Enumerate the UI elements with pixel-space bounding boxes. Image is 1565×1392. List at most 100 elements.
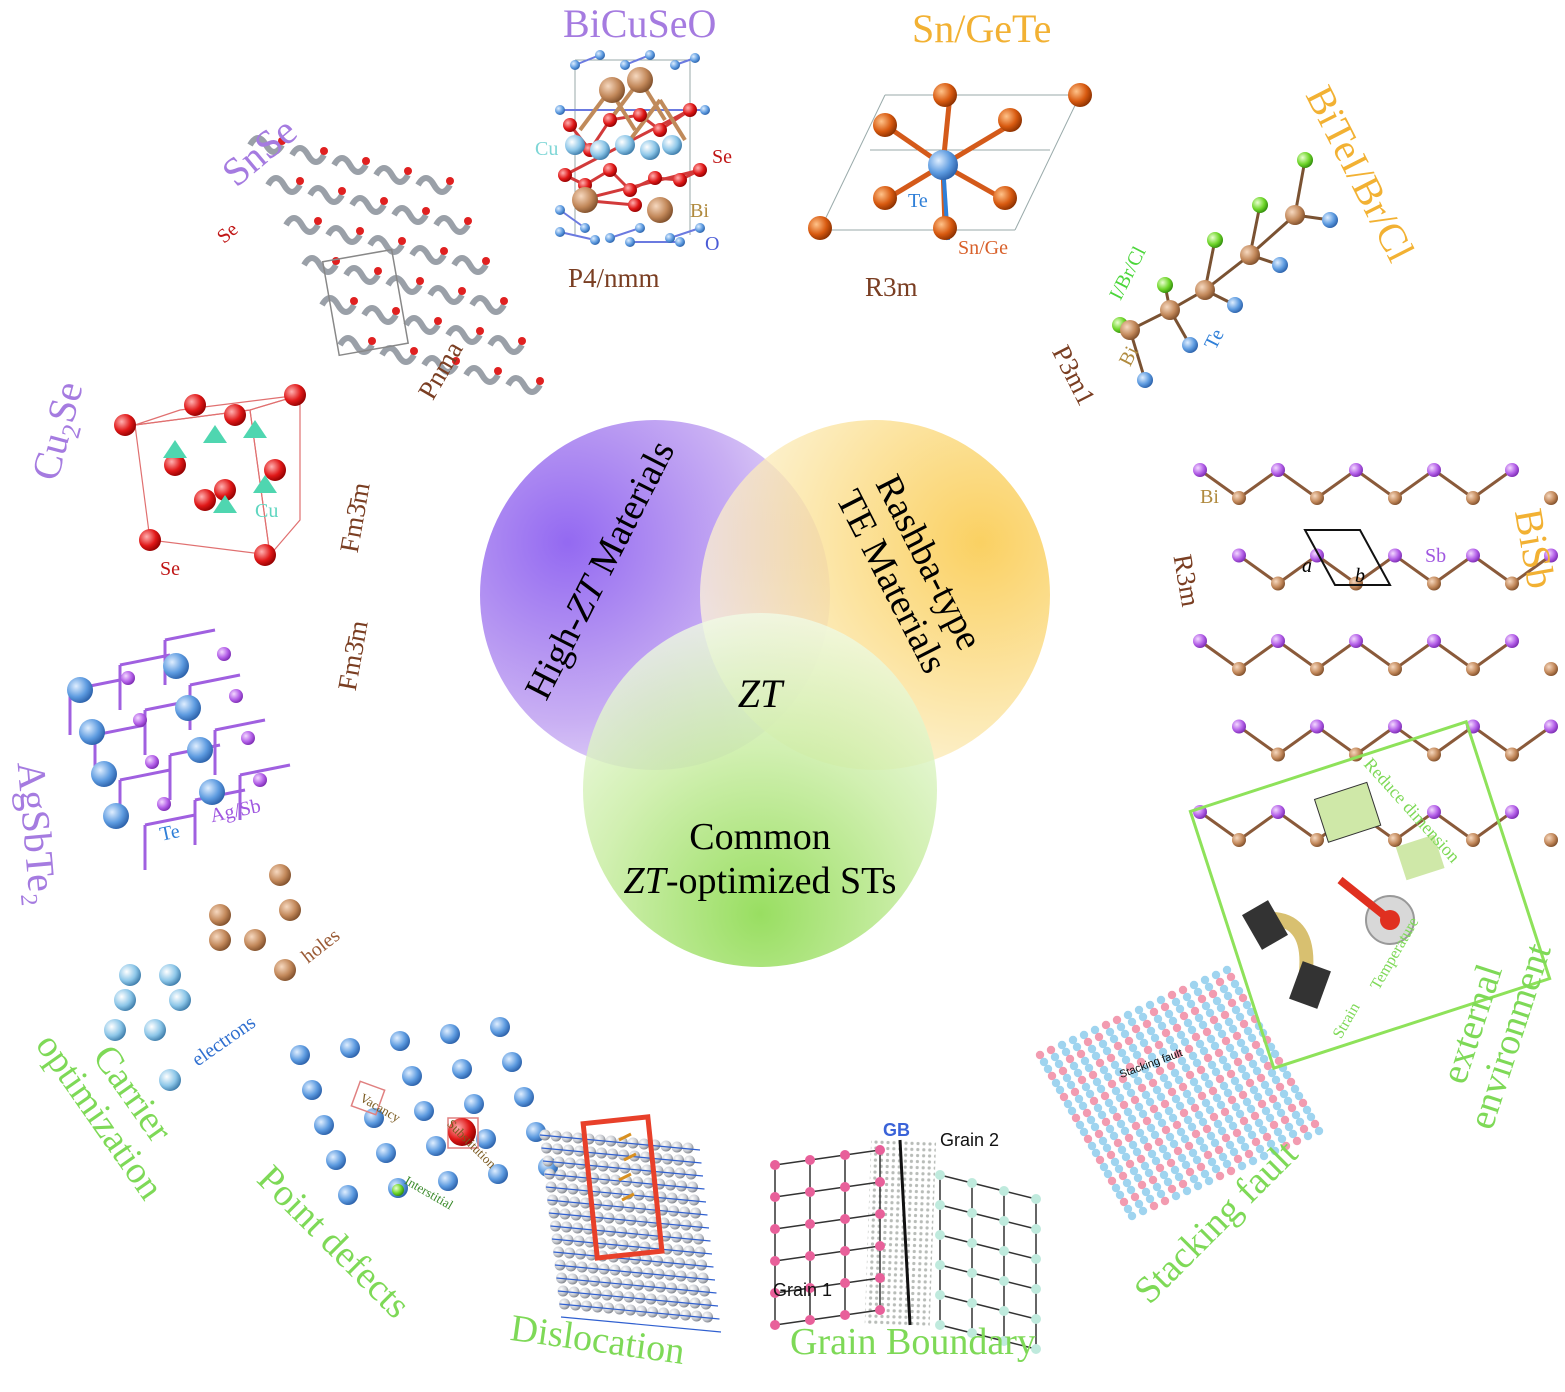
atom <box>641 1254 652 1266</box>
atom-bi <box>1544 833 1558 847</box>
atom <box>672 1244 684 1256</box>
atom <box>1168 1016 1178 1026</box>
atom <box>1182 992 1192 1002</box>
atom <box>662 1153 673 1165</box>
grain1-atom <box>770 1160 780 1170</box>
lattice-line <box>551 1238 713 1255</box>
label-gb: GB <box>883 1120 910 1140</box>
atom <box>438 1171 458 1191</box>
bond <box>844 1213 881 1220</box>
atom <box>1284 1122 1294 1132</box>
cu-tetrahedron <box>163 440 187 458</box>
atom-se <box>264 459 286 481</box>
grain2-atom <box>935 1260 945 1270</box>
atom <box>1111 1086 1121 1096</box>
atom <box>699 1285 710 1297</box>
atom <box>1306 1112 1316 1122</box>
atom-bi <box>572 187 598 213</box>
atom <box>1172 1023 1182 1033</box>
bond <box>844 1149 881 1156</box>
atom <box>1248 1059 1258 1069</box>
atom-sb <box>1505 805 1519 819</box>
lattice-line <box>559 1303 720 1320</box>
atom-te <box>1137 372 1153 388</box>
atom <box>1136 1154 1146 1164</box>
atom <box>1098 1039 1108 1049</box>
atom <box>1091 1051 1101 1061</box>
atom <box>1157 1021 1167 1031</box>
grain1-atom <box>805 1155 815 1165</box>
atom <box>1215 1074 1225 1084</box>
atom <box>1188 1148 1198 1158</box>
atom <box>217 647 231 661</box>
atom <box>1115 1190 1125 1200</box>
atom <box>635 1202 646 1214</box>
atom <box>625 1214 637 1226</box>
atom-sb <box>1271 463 1285 477</box>
atom <box>1212 996 1222 1006</box>
atom <box>1105 1027 1115 1037</box>
atom <box>631 1266 643 1278</box>
atom <box>1152 1182 1162 1192</box>
atom-se <box>392 307 400 315</box>
atom <box>1140 1161 1150 1171</box>
substitution-atom <box>448 1118 476 1146</box>
atom <box>1251 1040 1261 1050</box>
atom <box>1145 1000 1155 1010</box>
atom <box>1244 1052 1254 1062</box>
atom <box>668 1205 679 1217</box>
atom-se <box>114 414 136 436</box>
layer-chain <box>391 205 429 225</box>
atom <box>1178 1082 1188 1092</box>
atom <box>1263 1061 1273 1071</box>
atom <box>1149 1007 1159 1017</box>
atom <box>1276 1108 1286 1118</box>
atom <box>1199 1143 1209 1153</box>
atom <box>1266 1139 1276 1149</box>
atom <box>686 1271 698 1283</box>
atom <box>1236 1038 1246 1048</box>
grain1-atom <box>840 1310 850 1320</box>
atom <box>1196 1065 1206 1075</box>
atom-bi <box>1349 576 1363 591</box>
structure-snse <box>247 135 544 395</box>
grain2-atom <box>999 1306 1009 1316</box>
diagram-stacking-fault <box>1035 965 1324 1221</box>
grain1-atom <box>875 1145 885 1155</box>
bond <box>1238 554 1279 585</box>
atom <box>1159 1170 1169 1180</box>
bond-o <box>559 231 596 241</box>
atom <box>1168 1113 1178 1123</box>
atom <box>1104 1098 1114 1108</box>
bond <box>1472 554 1513 585</box>
atom <box>608 1161 620 1173</box>
atom <box>1118 1074 1128 1084</box>
atom <box>1179 1011 1189 1021</box>
atom-sb <box>1349 463 1363 477</box>
atom <box>611 1277 622 1289</box>
atom <box>1223 991 1233 1001</box>
atom-se <box>673 173 687 187</box>
atom <box>1148 1175 1158 1185</box>
atom <box>660 1140 672 1152</box>
atom-se <box>296 177 304 185</box>
atom <box>1225 1140 1235 1150</box>
atom-te <box>928 150 958 180</box>
atom <box>1224 1114 1234 1124</box>
atom <box>1121 1055 1131 1065</box>
atom <box>1247 1033 1257 1043</box>
atom <box>609 1264 621 1276</box>
atom <box>514 1087 534 1107</box>
atom <box>1183 1018 1193 1028</box>
atom <box>302 1080 322 1100</box>
atom <box>1094 1032 1104 1042</box>
layer-chain <box>469 295 507 315</box>
atom-se <box>194 489 216 511</box>
atom <box>1273 1127 1283 1137</box>
atom <box>1146 1026 1156 1036</box>
atom <box>440 1024 460 1044</box>
atom <box>1226 1166 1236 1176</box>
grain1-atom <box>805 1283 815 1293</box>
atom <box>1079 1127 1089 1137</box>
atom <box>1088 1070 1098 1080</box>
